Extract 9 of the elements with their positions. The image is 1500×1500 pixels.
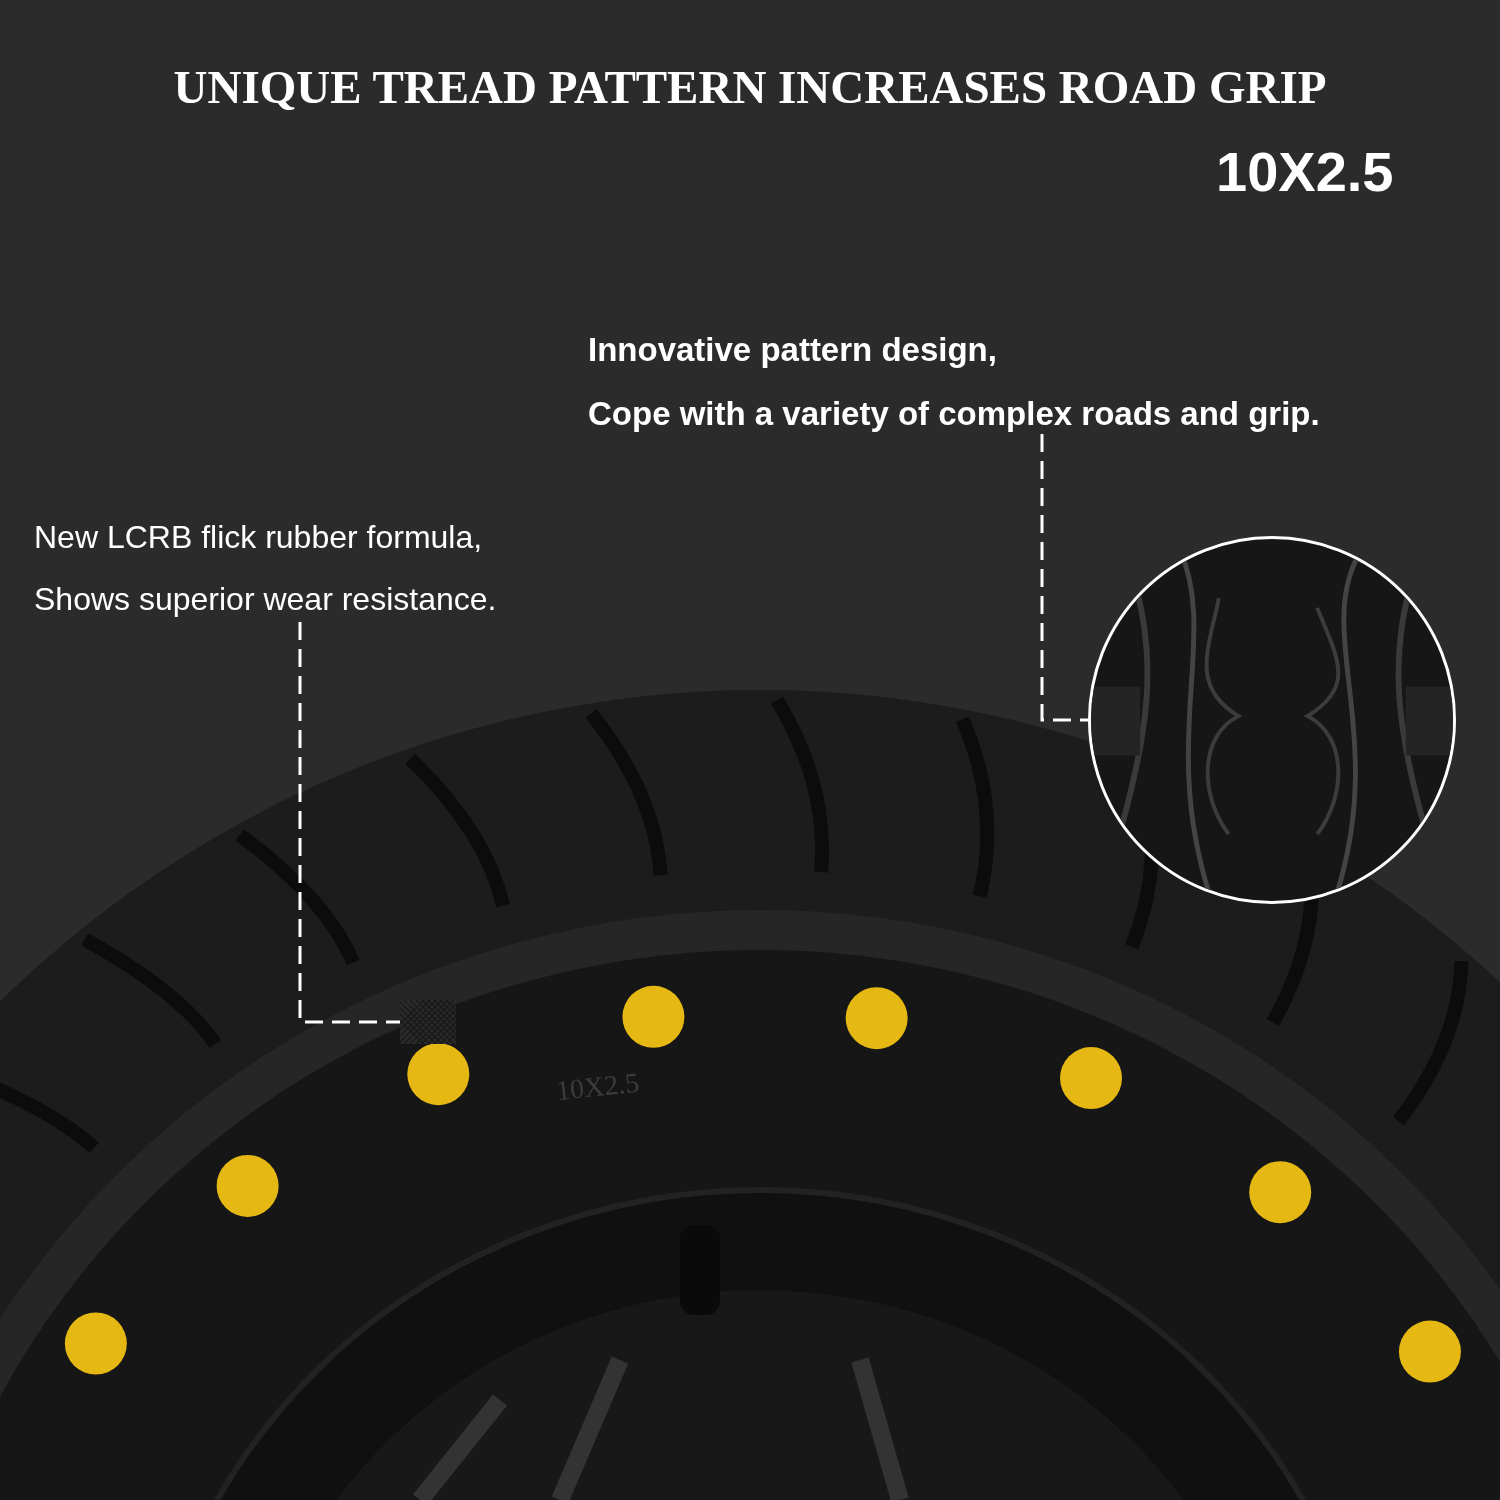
tread-texture-picture (400, 1000, 456, 1044)
callout-text: Innovative pattern design, (588, 330, 998, 370)
callout-text: Shows superior wear resistance. (34, 580, 498, 619)
leader-line (1040, 434, 1088, 722)
leader-line (298, 622, 400, 1024)
callout-text: Cope with a variety of complex roads and grip. (588, 394, 1321, 434)
size-label: 10X2.5 (1216, 139, 1394, 205)
title: UNIQUE TREAD PATTERN INCREASES ROAD GRIP (172, 60, 1328, 115)
callout-text: New LCRB flick rubber formula, (34, 518, 484, 557)
